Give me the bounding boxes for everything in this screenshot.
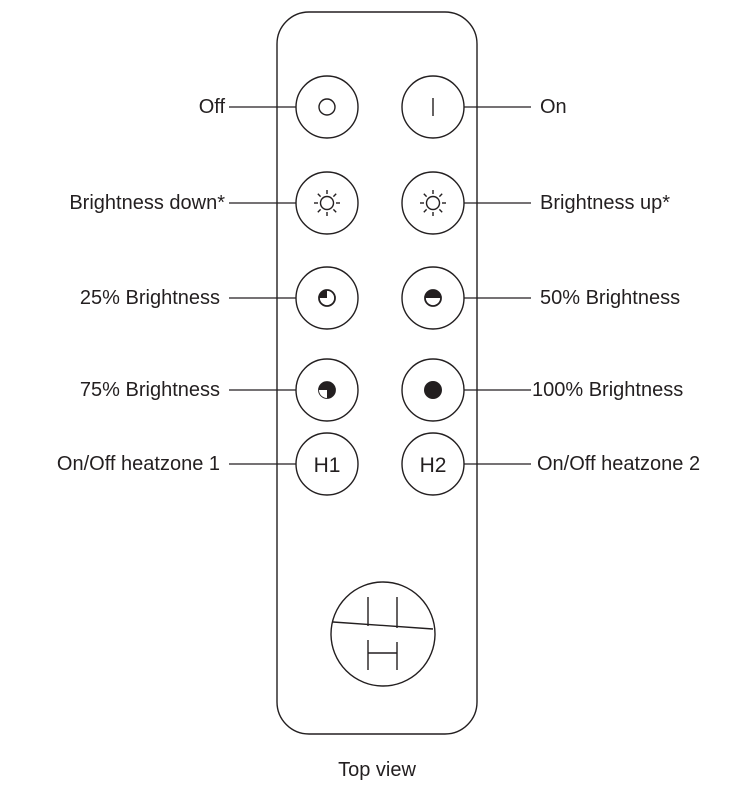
on-button[interactable] — [401, 75, 465, 139]
label-brightness-up: Brightness up* — [540, 192, 670, 214]
half-filled-circle-icon — [424, 289, 442, 307]
quarter-filled-circle-icon — [318, 289, 336, 307]
caption-top-view: Top view — [338, 759, 416, 781]
brightness-up-button[interactable] — [401, 171, 465, 235]
label-heatzone-2: On/Off heatzone 2 — [537, 453, 700, 475]
sun-outline-icon — [314, 190, 340, 216]
filled-circle-icon — [424, 381, 442, 399]
remote-body — [276, 11, 478, 735]
brightness-25-button[interactable] — [295, 266, 359, 330]
circle-outline-icon — [318, 98, 336, 116]
label-brightness-down: Brightness down* — [69, 192, 225, 214]
off-button[interactable] — [295, 75, 359, 139]
label-off: Off — [199, 96, 226, 118]
three-quarter-filled-circle-icon — [318, 381, 336, 399]
h1-button-text: H1 — [314, 454, 341, 477]
label-heatzone-1: On/Off heatzone 1 — [57, 453, 220, 475]
label-100-brightness: 100% Brightness — [532, 379, 683, 401]
sun-outline-icon — [420, 190, 446, 216]
label-25-brightness: 25% Brightness — [80, 287, 220, 309]
brightness-75-button[interactable] — [295, 358, 359, 422]
brightness-50-button[interactable] — [401, 266, 465, 330]
h2-button-text: H2 — [420, 454, 447, 477]
brightness-100-button[interactable] — [401, 358, 465, 422]
h-logo-icon — [330, 581, 436, 687]
heatzone-1-button[interactable]: H1 — [295, 432, 359, 496]
label-75-brightness: 75% Brightness — [80, 379, 220, 401]
brightness-down-button[interactable] — [295, 171, 359, 235]
heatzone-2-button[interactable]: H2 — [401, 432, 465, 496]
label-on: On — [540, 96, 567, 118]
label-50-brightness: 50% Brightness — [540, 287, 680, 309]
